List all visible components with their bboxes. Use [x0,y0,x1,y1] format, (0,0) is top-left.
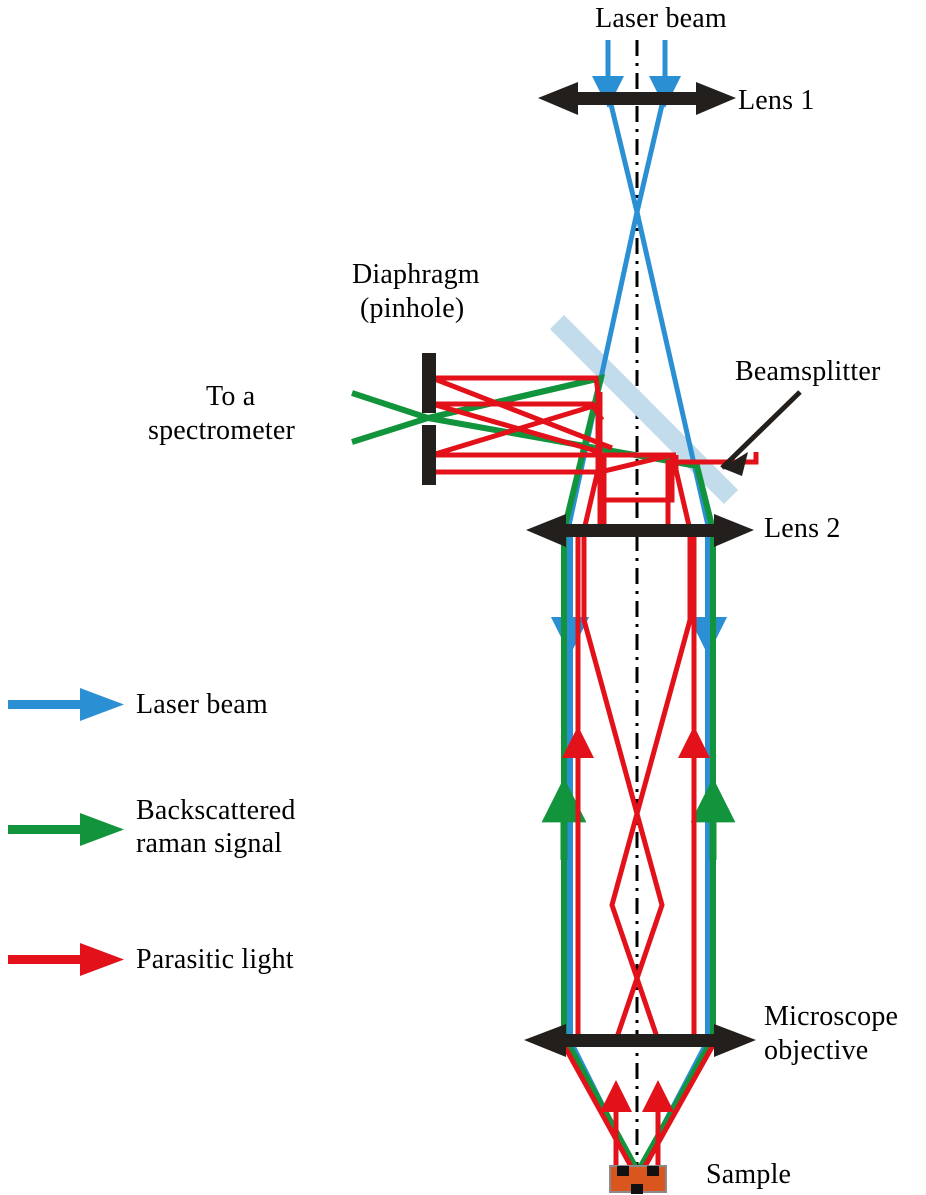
sample-block [609,1165,667,1194]
lens-1 [538,82,736,115]
legend-arrow-parasitic-light [8,943,124,976]
label-laser-beam-top: Laser beam [595,3,727,34]
label-diaphragm-line2: (pinhole) [360,293,465,324]
label-microscope-objective-line1: Microscope [764,1001,899,1032]
label-lens-1: Lens 1 [738,85,815,116]
label-diaphragm-line1: Diaphragm [352,259,480,290]
lens-2 [526,514,754,547]
label-microscope-objective-line2: objective [764,1035,869,1066]
label-lens-2: Lens 2 [764,513,841,544]
label-sample: Sample [706,1159,792,1190]
label-to-spectrometer-line1: To a [206,381,256,412]
beamsplitter-plate [549,314,739,505]
microscope-objective [524,1024,756,1057]
legend-label-parasitic-light: Parasitic light [136,944,294,975]
legend-label-raman-signal: Backscattered raman signal [136,795,296,860]
legend-label-laser-beam: Laser beam [136,689,268,720]
raman-signal-rays [351,373,736,1170]
legend-arrow-laser-beam [8,688,124,721]
legend-arrow-raman-signal [8,813,124,846]
parasitic-light-rays [431,375,759,1172]
beamsplitter-callout-arrow [720,390,802,476]
legend-arrows [8,688,124,976]
label-beamsplitter: Beamsplitter [735,356,881,387]
label-to-spectrometer-line2: spectrometer [148,415,295,446]
diaphragm-pinhole [422,353,436,485]
